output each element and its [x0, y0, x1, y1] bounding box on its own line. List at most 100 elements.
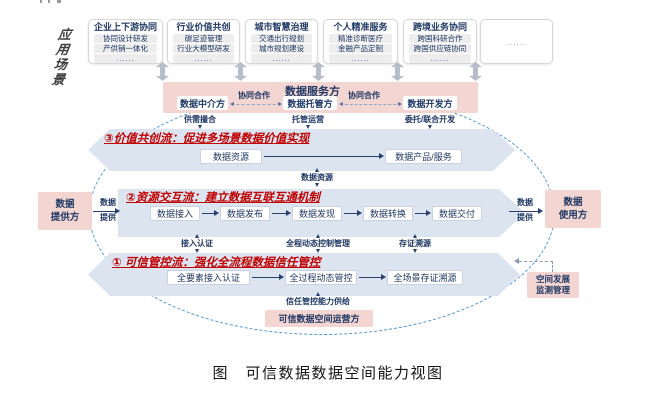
- scene-box-item: ......: [251, 54, 312, 63]
- connector-label: 全程动态控制管理: [286, 239, 350, 248]
- provide-arrow-line: [93, 208, 120, 214]
- connector-process-control: 全程动态控制管理: [286, 234, 350, 253]
- scene-box-item: 交通出行规划: [251, 34, 312, 43]
- provide-arrow-right: 数据 提供: [511, 198, 539, 223]
- provide-label: 数据: [100, 198, 116, 207]
- node-data-delivery: 数据交付: [432, 206, 482, 221]
- flow-arrow: [252, 274, 284, 280]
- provide-arrow-left: 数据 提供: [95, 198, 121, 223]
- node-dynamic-control: 全过程动态管控: [285, 270, 357, 285]
- down-arrow-icon: [427, 125, 432, 129]
- down-arrow-icon: [306, 125, 310, 129]
- flow-arrow: [272, 210, 291, 216]
- operator-box: 可信数据空间运营方: [265, 310, 373, 327]
- function-joint-dev: 委托/联合开发: [405, 115, 455, 129]
- up-arrow-icon: [195, 234, 199, 238]
- scene-box-more: ......: [480, 19, 553, 64]
- data-provider-box: 数据 提供方: [38, 192, 92, 230]
- flow-arrow: [344, 210, 362, 216]
- provide-arrow-line: [509, 208, 543, 214]
- role-data-trustee: 数据托管方: [283, 96, 337, 110]
- flow-arrow: [264, 153, 384, 159]
- scene-box-item: ......: [329, 54, 392, 63]
- provide-label: 提供: [517, 213, 533, 222]
- operator-label: 可信数据空间运营方: [278, 314, 360, 324]
- scene-box-title: 个人精准服务: [333, 22, 388, 32]
- scene-char: 用: [55, 42, 71, 57]
- scene-box-item: 产供销一体化: [94, 44, 157, 53]
- dashed-elbow: [519, 261, 553, 262]
- connector-data-resource: 数据资源: [301, 168, 333, 187]
- data-consumer-line: 使用方: [558, 210, 588, 221]
- up-arrow-icon: [315, 168, 319, 172]
- flow-arrow: [202, 210, 219, 216]
- data-consumer-line: 数据: [563, 197, 583, 208]
- updown-arrow-icon: [234, 62, 247, 81]
- node-data-publish: 数据发布: [220, 206, 270, 221]
- connector-label: 信任管控能力供给: [286, 297, 350, 306]
- space-monitor-box: 空间发展 监测管理: [527, 272, 579, 298]
- trust-flow-title: ① 可信管控流：强化全流程数据信任管控: [112, 257, 321, 269]
- connector-trust-supply: 信任管控能力供给: [286, 292, 350, 306]
- resource-flow-title: ②资源交互流：建立数据互联互通机制: [126, 192, 320, 204]
- scene-box-crossborder: 跨境业务协同 跨国科研合作 跨国供应链协同 ......: [403, 19, 477, 64]
- node-full-access-auth: 全要素接入认证: [167, 270, 250, 285]
- node-data-transform: 数据转换: [363, 206, 413, 221]
- cooperation-label: 协同合作: [348, 91, 380, 100]
- role-data-developer: 数据开发方: [403, 96, 457, 110]
- up-arrow-icon: [316, 234, 320, 238]
- scene-box-enterprise: 企业上下游协同 协同设计研发 产供销一体化 ......: [88, 19, 163, 64]
- connector-label: 数据资源: [301, 173, 333, 182]
- node-data-products: 数据产品/服务: [385, 149, 462, 164]
- function-label: 供需撮合: [184, 115, 216, 124]
- scene-box-personal: 个人精准服务 精准诊断医疗 金融产品定制 ......: [323, 19, 398, 64]
- down-arrow-icon: [316, 249, 320, 253]
- cropped-edge-mark: [57, 0, 61, 3]
- data-provider-line: 数据: [55, 199, 75, 210]
- node-data-discovery: 数据发现: [292, 206, 342, 221]
- scene-box-item: ......: [173, 54, 234, 63]
- down-arrow-icon: [413, 249, 417, 253]
- updown-arrow-icon: [469, 62, 482, 81]
- updown-arrow-icon: [391, 62, 404, 81]
- function-label: 委托/联合开发: [404, 115, 456, 124]
- scene-box-item: 行业大模型研发: [173, 44, 234, 53]
- function-hosting: 托管运营: [292, 115, 324, 129]
- updown-arrow-icon: [156, 62, 169, 81]
- dashed-arrow-head: [514, 258, 519, 264]
- cropped-edge-mark: [48, 0, 50, 3]
- data-provider-line: 提供方: [50, 212, 80, 223]
- dashed-double-arrow: [230, 102, 282, 106]
- function-label: 托管运营: [292, 115, 324, 124]
- dashed-double-arrow: [339, 102, 402, 106]
- scene-box-item: 碳足迹管理: [173, 34, 234, 43]
- flow-arrow: [359, 274, 386, 280]
- scene-box-item: 协同设计研发: [94, 34, 157, 43]
- scene-box-item: 金融产品定制: [329, 44, 392, 53]
- updown-arrow-icon: [312, 62, 325, 81]
- application-scenes-label: 应 用 场 景: [51, 27, 72, 87]
- connector-access-auth: 接入认证: [181, 234, 213, 253]
- flow-arrow: [415, 210, 431, 216]
- scene-box-title: 跨境业务协同: [412, 22, 467, 32]
- connector-label: 存证溯源: [399, 239, 431, 248]
- scene-box-item: 跨国供应链协同: [409, 44, 471, 53]
- provide-label: 提供: [100, 213, 116, 222]
- scene-box-item: ......: [409, 54, 471, 63]
- node-data-access: 数据接入: [150, 206, 200, 221]
- scene-box-industry: 行业价值共创 碳足迹管理 行业大模型研发 ......: [167, 19, 240, 64]
- scene-box-item: 跨国科研合作: [409, 34, 471, 43]
- scene-box-city: 城市智慧治理 交通出行规划 城市规划建设 ......: [245, 19, 318, 64]
- cooperation-label: 协同合作: [238, 91, 270, 100]
- dashed-elbow: [552, 261, 553, 272]
- role-data-broker: 数据中介方: [177, 96, 228, 110]
- scene-box-item: ......: [94, 54, 157, 63]
- data-service-panel-title: 数据服务方: [285, 86, 340, 98]
- scene-char: 场: [52, 57, 69, 72]
- space-monitor-line: 空间发展: [535, 274, 570, 284]
- up-arrow-icon: [316, 292, 320, 296]
- scene-box-title: 城市智慧治理: [254, 22, 309, 32]
- value-flow-title: ③价值共创流：促进多场景数据价值实现: [104, 133, 310, 145]
- scene-box-item: ......: [506, 38, 527, 47]
